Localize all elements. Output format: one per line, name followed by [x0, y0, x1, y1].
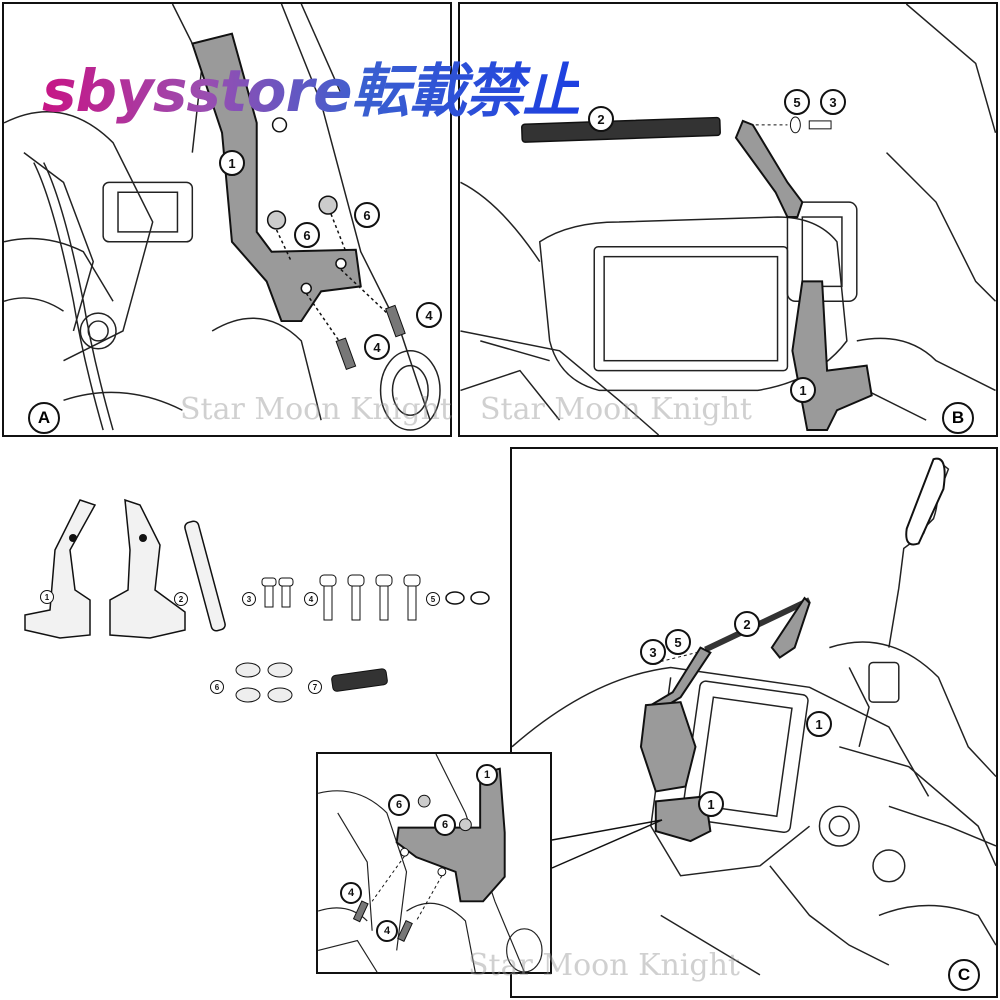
inset-callout-4a: 4	[340, 882, 362, 904]
watermark-text-3: Star Moon Knight	[468, 948, 740, 983]
panel-a-callout-4a: 4	[416, 302, 442, 328]
panel-b-callout-5: 5	[784, 89, 810, 115]
parts-drawing	[24, 498, 490, 703]
inset-callout-4b: 4	[376, 920, 398, 942]
panel-c-callout-5: 5	[665, 629, 691, 655]
panel-c-callout-1a: 1	[806, 711, 832, 737]
inset-panel: 1 6 6 4 4	[316, 752, 552, 974]
part-label-5: 5	[426, 592, 440, 606]
panel-c-letter: C	[948, 959, 980, 991]
panel-a: 1 6 6 4 4 A	[2, 2, 452, 437]
bar-2	[521, 116, 721, 143]
panel-a-callout-1: 1	[219, 150, 245, 176]
panel-c-drawing	[512, 457, 996, 976]
bracket-1-b	[734, 119, 804, 219]
panel-a-drawing	[4, 4, 441, 431]
panel-c-callout-2: 2	[734, 611, 760, 637]
inset-drawing	[318, 754, 543, 972]
panel-b-callout-1: 1	[790, 377, 816, 403]
panel-a-callout-6b: 6	[354, 202, 380, 228]
bracket-1	[191, 32, 362, 323]
watermark-banner: sbysstore転載禁止	[42, 44, 580, 128]
panel-b: 2 5 3 1 B	[458, 2, 998, 437]
panel-c-callout-3: 3	[640, 639, 666, 665]
part-label-1: 1	[40, 590, 54, 604]
part-label-4: 4	[304, 592, 318, 606]
panel-b-callout-3: 3	[820, 89, 846, 115]
panel-a-letter: A	[28, 402, 60, 434]
panel-b-callout-2: 2	[588, 106, 614, 132]
panel-a-callout-6a: 6	[294, 222, 320, 248]
inset-callout-6a: 6	[388, 794, 410, 816]
panel-b-letter: B	[942, 402, 974, 434]
part-label-2: 2	[174, 592, 188, 606]
watermark-text-2: Star Moon Knight	[480, 392, 752, 427]
part-label-3: 3	[242, 592, 256, 606]
inset-callout-6b: 6	[434, 814, 456, 836]
panel-c-callout-1b: 1	[698, 791, 724, 817]
part-label-7: 7	[308, 680, 322, 694]
panel-a-callout-4b: 4	[364, 334, 390, 360]
inset-callout-1: 1	[476, 764, 498, 786]
part-label-6: 6	[210, 680, 224, 694]
panel-c: 2 3 5 1 1 C	[510, 447, 998, 998]
watermark-text-1: Star Moon Knight	[180, 392, 452, 427]
parts-list: 1 2 3 4 5 6 7	[10, 490, 510, 720]
